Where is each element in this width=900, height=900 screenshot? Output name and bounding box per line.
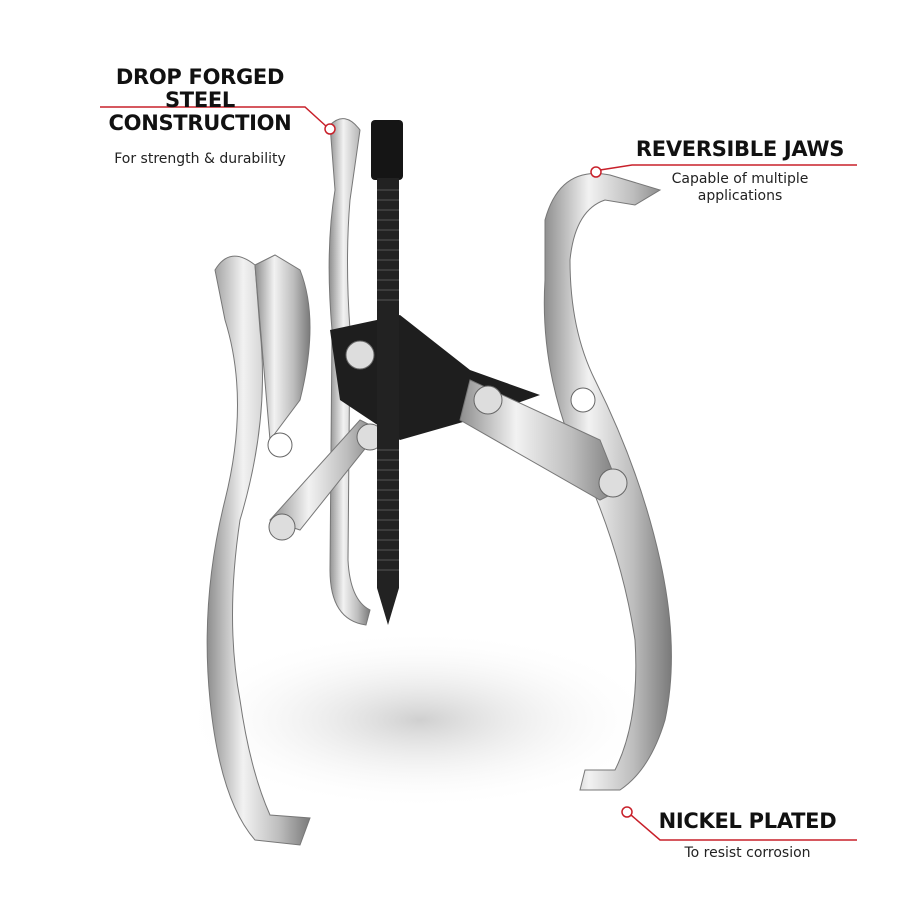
callout-subtitle: For strength & durability <box>114 151 286 167</box>
shadow <box>180 630 660 810</box>
callout-title: DROP FORGED STEEL CONSTRUCTION <box>90 66 310 135</box>
title-line: STEEL CONSTRUCTION <box>108 88 292 135</box>
callout-reversible-jaws: REVERSIBLE JAWS Capable of multiple appl… <box>630 138 850 205</box>
center-screw <box>371 120 403 625</box>
subtitle-line: Capable of multiple <box>671 171 809 187</box>
callout-lines <box>100 106 857 841</box>
link-arms <box>268 340 628 541</box>
callout-nickel-plated: NICKEL PLATED To resist corrosion <box>640 810 855 862</box>
callout-drop-forged: DROP FORGED STEEL CONSTRUCTION For stren… <box>90 66 310 168</box>
callout-title: REVERSIBLE JAWS <box>635 137 845 161</box>
callout-subtitle: Capable of multiple applications <box>630 171 850 205</box>
title-line: DROP FORGED <box>115 65 285 89</box>
subtitle-line: applications <box>697 188 783 204</box>
callout-subtitle: To resist corrosion <box>684 845 811 861</box>
callout-title: NICKEL PLATED <box>658 809 837 833</box>
left-jaw <box>206 254 311 846</box>
